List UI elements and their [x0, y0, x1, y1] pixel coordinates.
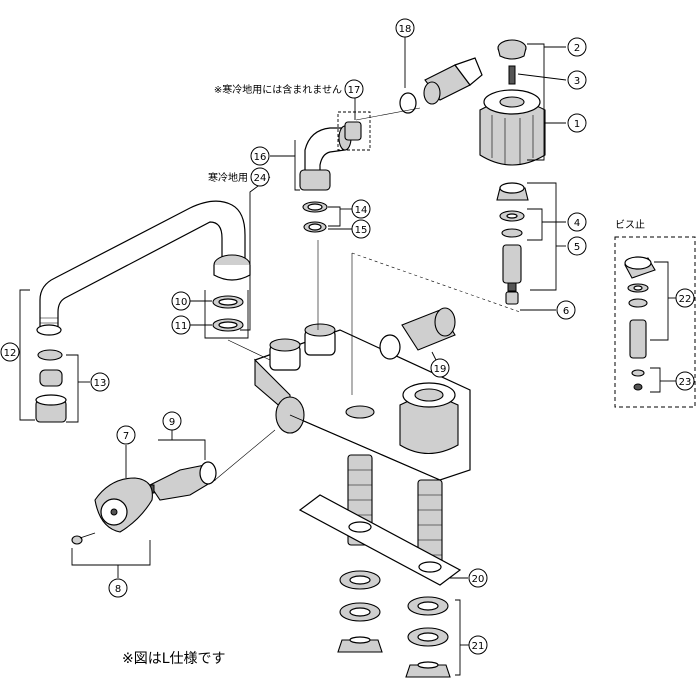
cartridge-18 — [399, 57, 483, 114]
svg-text:18: 18 — [399, 24, 412, 35]
callout-11: 11 — [171, 315, 191, 335]
svg-text:7: 7 — [123, 431, 129, 442]
spout-nut-set — [35, 349, 67, 423]
callout-12: 12 — [0, 342, 20, 362]
svg-text:23: 23 — [679, 377, 692, 388]
callout-16: 16 — [250, 146, 270, 166]
callout-2: 2 — [567, 37, 587, 57]
fitting-17 — [337, 111, 371, 151]
callout-1: 1 — [567, 113, 587, 133]
callout-19: 19 — [430, 358, 450, 378]
svg-text:19: 19 — [434, 364, 447, 375]
svg-text:1: 1 — [574, 119, 580, 130]
svg-text:4: 4 — [574, 218, 580, 229]
callout-20: 20 — [468, 568, 488, 588]
note-screw-stop: ビス止 — [615, 219, 645, 231]
rings-10-11 — [212, 295, 244, 332]
caption-l-spec: ※図はL仕様です — [122, 651, 226, 667]
svg-text:6: 6 — [563, 306, 569, 317]
callout-5: 5 — [567, 236, 587, 256]
valve-parts — [496, 182, 529, 305]
note-cold-excluded: ※寒冷地用には含まれません — [214, 83, 342, 96]
callout-3: 3 — [567, 70, 587, 90]
svg-text:2: 2 — [574, 43, 580, 54]
cartridge-19 — [379, 307, 456, 360]
screw-stop-inset — [614, 236, 696, 408]
svg-text:17: 17 — [348, 85, 361, 96]
callout-13: 13 — [90, 372, 110, 392]
svg-text:24: 24 — [254, 173, 267, 184]
handle-assembly — [479, 39, 546, 166]
callout-22: 22 — [675, 288, 695, 308]
svg-text:20: 20 — [472, 574, 485, 585]
screw-8 — [71, 532, 96, 545]
svg-text:16: 16 — [254, 152, 267, 163]
mounting-plate — [298, 494, 462, 586]
callout-14: 14 — [351, 199, 371, 219]
callout-21: 21 — [468, 635, 488, 655]
spout — [36, 200, 251, 336]
lever-handle — [94, 477, 153, 533]
washer-nut-set-21 — [337, 570, 451, 678]
callout-18: 18 — [395, 18, 415, 38]
svg-text:3: 3 — [574, 76, 580, 87]
svg-text:10: 10 — [175, 297, 188, 308]
svg-text:14: 14 — [355, 205, 368, 216]
note-cold-region: 寒冷地用 — [208, 171, 248, 184]
svg-text:9: 9 — [169, 417, 175, 428]
callout-15: 15 — [351, 219, 371, 239]
callout-6: 6 — [556, 300, 576, 320]
callout-8: 8 — [108, 578, 128, 598]
svg-text:13: 13 — [94, 378, 107, 389]
callout-4: 4 — [567, 212, 587, 232]
callout-10: 10 — [171, 291, 191, 311]
callout-9: 9 — [162, 411, 182, 431]
svg-text:21: 21 — [472, 641, 485, 652]
svg-text:5: 5 — [574, 242, 580, 253]
rings-14-15 — [302, 201, 328, 233]
callout-24: 24 — [250, 167, 270, 187]
callout-17: 17 — [344, 79, 364, 99]
svg-text:8: 8 — [115, 584, 121, 595]
mounted-handle — [399, 382, 459, 454]
callout-7: 7 — [116, 425, 136, 445]
svg-text:15: 15 — [355, 225, 368, 236]
elbow — [299, 125, 352, 191]
svg-text:12: 12 — [4, 348, 17, 359]
svg-text:22: 22 — [679, 294, 692, 305]
callout-labels: 1 2 3 4 5 6 7 8 — [0, 18, 695, 655]
svg-text:11: 11 — [175, 321, 188, 332]
callout-23: 23 — [675, 371, 695, 391]
